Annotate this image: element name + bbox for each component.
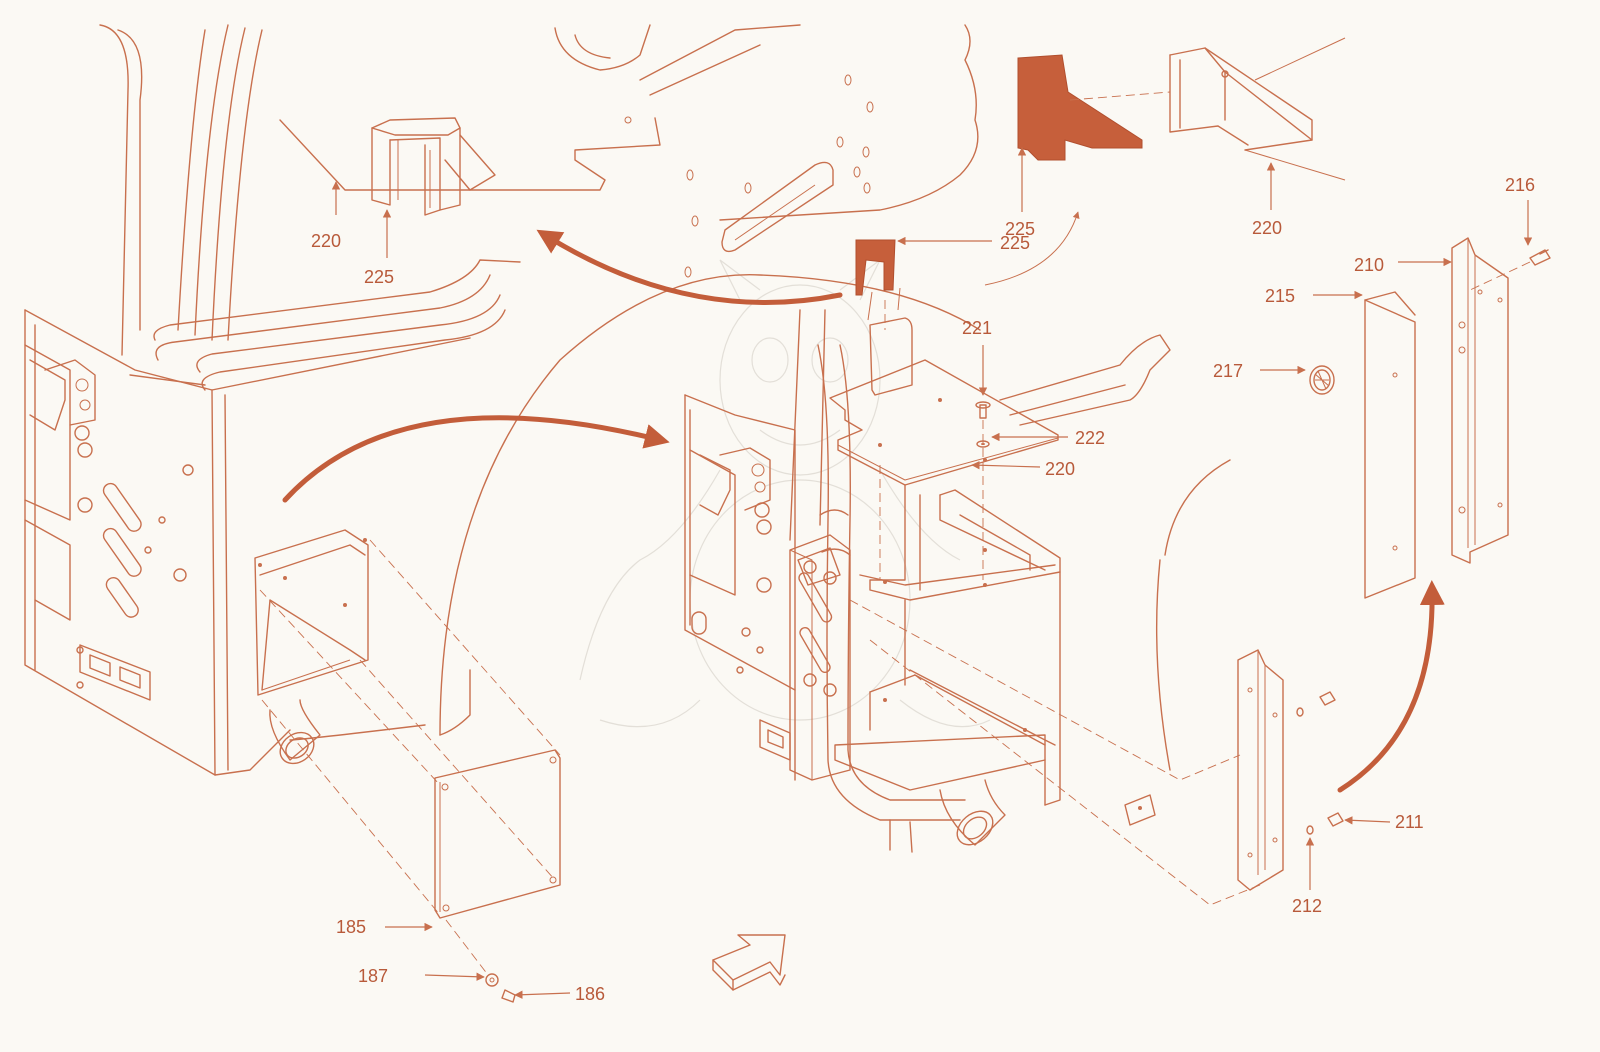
- left-cab-body: [24, 24, 1231, 776]
- callout-211: 211: [1395, 812, 1424, 832]
- bracket-225-upper-right: [1017, 54, 1143, 161]
- callout-210: 210: [1354, 255, 1384, 275]
- callout-220-center: 220: [1045, 459, 1075, 479]
- callout-222: 222: [1075, 428, 1105, 448]
- callout-220-upper-left: 220: [311, 231, 341, 251]
- bracket-225-center: [855, 239, 913, 396]
- bracket-210: [1451, 237, 1509, 564]
- bracket-215: [1364, 291, 1416, 599]
- callout-217: 217: [1213, 361, 1243, 381]
- cab-roof-panel: [279, 24, 979, 278]
- callout-186: 186: [575, 984, 605, 1004]
- callout-labels: 220 225 225 225 220 216 210 215 217 221 …: [311, 175, 1535, 1004]
- callout-225-upper-right: 225: [1005, 219, 1035, 239]
- callout-185: 185: [336, 917, 366, 937]
- cover-plate-185: [259, 539, 561, 1003]
- callout-216: 216: [1505, 175, 1535, 195]
- grommet-217: [1309, 365, 1335, 395]
- bolt-216: [1469, 249, 1551, 291]
- callout-225-center: 225: [1000, 233, 1030, 253]
- callout-221: 221: [962, 318, 992, 338]
- callout-187: 187: [358, 966, 388, 986]
- leader-lines: [331, 147, 1533, 999]
- callout-225-upper-left: 225: [364, 267, 394, 287]
- assembly-arrows: [282, 211, 1445, 991]
- callout-215: 215: [1265, 286, 1295, 306]
- bracket-220-upper-right: [1069, 37, 1346, 181]
- right-cab-rail: [999, 334, 1171, 426]
- callout-220-upper-right: 220: [1252, 218, 1282, 238]
- callout-212: 212: [1292, 896, 1322, 916]
- bracket-225-upper-left: [371, 117, 496, 216]
- lower-vertical-bracket: [1237, 649, 1344, 891]
- central-cab-assembly: [684, 300, 1261, 906]
- watermark-mascot-illustration: [579, 259, 991, 728]
